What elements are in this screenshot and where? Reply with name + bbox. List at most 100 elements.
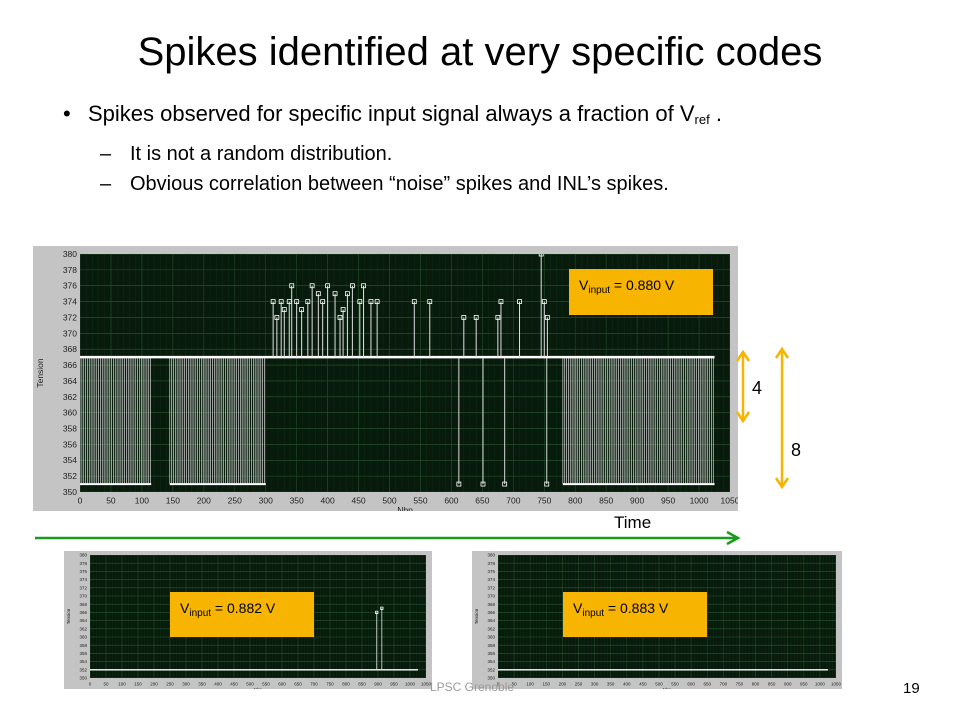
x-tick-label: 500 (246, 682, 254, 687)
spike-marker (473, 315, 479, 320)
x-tick-label: 300 (259, 496, 273, 506)
x-tick-label: 400 (321, 496, 335, 506)
y-tick-label: 380 (79, 553, 87, 558)
x-tick-label: 1050 (721, 496, 738, 506)
arrow-label-8: 8 (791, 440, 802, 460)
y-axis-label: Tension (66, 608, 71, 624)
y-tick-label: 364 (79, 618, 87, 623)
vinput-v: V (180, 600, 190, 616)
y-tick-label: 376 (487, 569, 495, 574)
vinput-sub: input (582, 608, 605, 619)
y-axis-label: Tension (474, 608, 479, 624)
time-label: Time (614, 513, 652, 532)
time-arrow (35, 530, 741, 546)
footer-text: LPSC Grenoble (430, 680, 515, 694)
spike-marker (315, 291, 321, 297)
bullet-sub-1-text: It is not a random distribution. (130, 143, 393, 165)
x-tick-label: 700 (506, 496, 520, 506)
vinput-sub: input (588, 285, 611, 296)
vinput-value: = 0.883 V (604, 600, 669, 616)
spike-marker (541, 299, 547, 304)
spike-marker (375, 610, 379, 615)
page-number: 19 (903, 680, 920, 697)
y-tick-label: 360 (487, 635, 495, 640)
bullet-dot: • (63, 101, 71, 126)
y-tick-label: 356 (63, 439, 77, 449)
bullet-main-end: . (709, 101, 722, 126)
x-tick-label: 1000 (690, 496, 709, 506)
x-tick-label: 250 (166, 682, 174, 687)
x-tick-label: 150 (134, 682, 142, 687)
bullet-dash: – (100, 173, 112, 195)
spike-marker (544, 315, 550, 320)
x-tick-label: 150 (543, 682, 551, 687)
y-tick-label: 362 (63, 392, 77, 402)
y-tick-label: 378 (63, 265, 77, 275)
spike-marker (544, 481, 550, 487)
x-tick-label: 450 (230, 682, 238, 687)
x-tick-label: 800 (568, 496, 582, 506)
vinput-label-bottom-left: Vinput = 0.882 V (170, 592, 314, 637)
bullet-main-text: Spikes observed for specific input signa… (88, 101, 695, 126)
spike-marker (289, 283, 295, 289)
x-tick-label: 450 (639, 682, 647, 687)
arrow-label-4: 4 (752, 378, 763, 398)
x-tick-label: 800 (752, 682, 760, 687)
spike-marker (305, 299, 311, 304)
y-tick-label: 352 (79, 667, 87, 672)
y-tick-label: 362 (79, 626, 87, 631)
x-tick-label: 350 (607, 682, 615, 687)
spike-marker (461, 315, 467, 320)
x-tick-label: 250 (575, 682, 583, 687)
x-tick-label: 600 (444, 496, 458, 506)
trace (90, 606, 418, 671)
x-tick-label: 950 (800, 682, 808, 687)
spike-marker (349, 283, 355, 289)
x-tick-label: 750 (326, 682, 334, 687)
y-tick-label: 358 (79, 643, 87, 648)
y-tick-label: 368 (487, 602, 495, 607)
slide-title: Spikes identified at very specific codes (137, 30, 823, 74)
y-tick-label: 366 (487, 610, 495, 615)
spike-marker (337, 315, 343, 320)
x-tick-label: 300 (182, 682, 190, 687)
x-tick-label: 550 (262, 682, 270, 687)
spike-marker (498, 299, 504, 304)
spike-marker (374, 299, 380, 304)
x-tick-label: 50 (103, 682, 109, 687)
x-tick-label: 850 (358, 682, 366, 687)
x-tick-label: 750 (736, 682, 744, 687)
trace (80, 254, 715, 487)
bullet-sub-2-text: Obvious correlation between “noise” spik… (130, 173, 669, 195)
x-tick-label: 0 (78, 496, 83, 506)
bullet-main-sub: ref (694, 112, 710, 127)
x-tick-label: 400 (214, 682, 222, 687)
spike-marker (361, 283, 366, 289)
y-tick-label: 380 (63, 249, 77, 259)
x-tick-label: 650 (294, 682, 302, 687)
y-tick-label: 374 (63, 297, 77, 307)
spike-marker (320, 299, 326, 304)
x-tick-label: 850 (599, 496, 613, 506)
y-tick-label: 358 (63, 424, 77, 434)
x-tick-label: 500 (382, 496, 396, 506)
x-tick-label: 350 (290, 496, 304, 506)
y-tick-label: 356 (79, 651, 87, 656)
y-tick-label: 370 (63, 328, 77, 338)
vinput-value: = 0.880 V (610, 277, 675, 293)
x-tick-label: 300 (591, 682, 599, 687)
arrow-4-span (735, 349, 751, 424)
y-tick-label: 358 (487, 643, 495, 648)
bullet-sub-2: –Obvious correlation between “noise” spi… (100, 173, 669, 196)
y-tick-label: 372 (63, 312, 77, 322)
x-tick-label: 700 (310, 682, 318, 687)
x-tick-label: 1050 (831, 682, 842, 687)
spike-marker (345, 291, 350, 297)
x-tick-label: 1000 (815, 682, 826, 687)
x-tick-label: 600 (687, 682, 695, 687)
vinput-label-main: Vinput = 0.880 V (569, 269, 713, 315)
vinput-v: V (573, 600, 583, 616)
y-tick-label: 370 (487, 594, 495, 599)
y-tick-label: 364 (63, 376, 77, 386)
x-tick-label: 550 (671, 682, 679, 687)
